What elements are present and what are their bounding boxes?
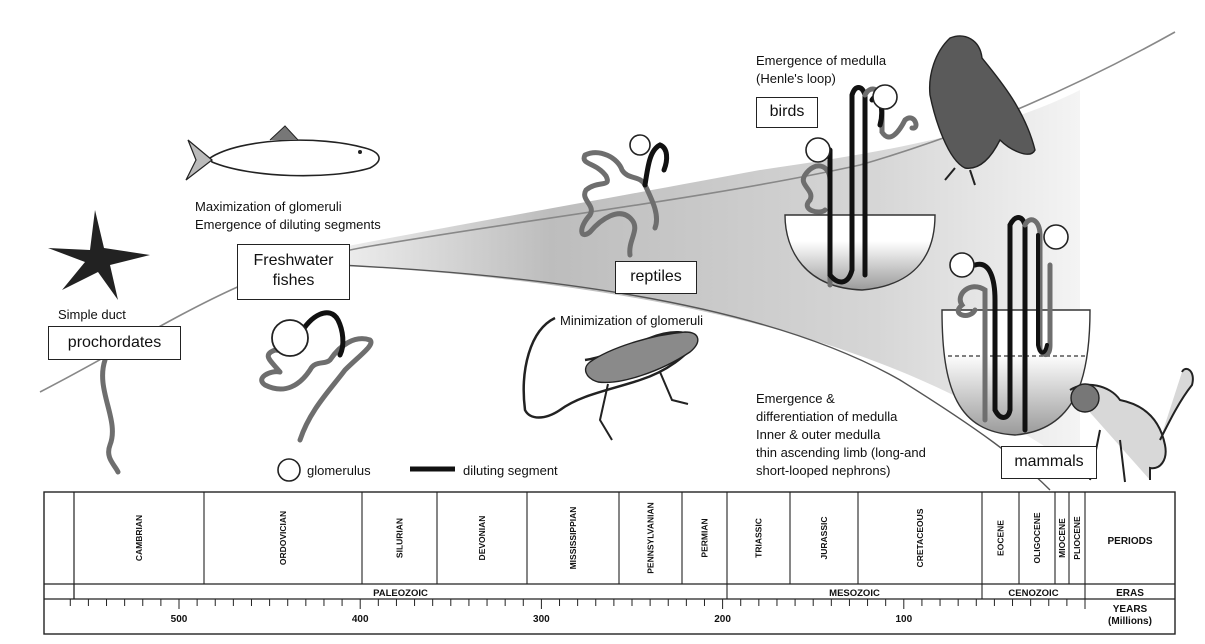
period-label-triassic: TRIASSIC bbox=[754, 518, 764, 558]
period-label-jurassic: JURASSIC bbox=[819, 517, 829, 560]
period-label-mississippian: MISSISSIPPIAN bbox=[568, 507, 578, 570]
era-label-paleozoic: PALEOZOIC bbox=[373, 588, 428, 599]
period-label-cambrian: CAMBRIAN bbox=[134, 515, 144, 561]
year-label-500: 500 bbox=[171, 614, 188, 625]
period-label-silurian: SILURIAN bbox=[395, 518, 405, 558]
year-label-300: 300 bbox=[533, 614, 550, 625]
era-label-mesozoic: MESOZOIC bbox=[829, 588, 880, 599]
period-label-ordovician: ORDOVICIAN bbox=[278, 511, 288, 565]
period-label-permian: PERMIAN bbox=[700, 518, 710, 557]
period-label-miocene: MIOCENE bbox=[1057, 518, 1067, 558]
era-label-cenozoic: CENOZOIC bbox=[1008, 588, 1058, 599]
year-label-100: 100 bbox=[895, 614, 912, 625]
years-row-label: YEARS bbox=[1113, 604, 1148, 615]
years-unit-label: (Millions) bbox=[1108, 616, 1152, 627]
period-label-pennsylvanian: PENNSYLVANIAN bbox=[646, 502, 656, 573]
period-label-pliocene: PLIOCENE bbox=[1072, 516, 1082, 560]
period-label-eocene: EOCENE bbox=[996, 520, 1006, 556]
year-label-200: 200 bbox=[714, 614, 731, 625]
year-label-400: 400 bbox=[352, 614, 369, 625]
timeline-frame bbox=[44, 492, 1175, 634]
period-label-oligocene: OLIGOCENE bbox=[1032, 512, 1042, 563]
periods-row-label: PERIODS bbox=[1107, 536, 1152, 547]
eras-row-label: ERAS bbox=[1116, 588, 1144, 599]
period-label-cretaceous: CRETACEOUS bbox=[915, 508, 925, 567]
period-label-devonian: DEVONIAN bbox=[477, 516, 487, 561]
